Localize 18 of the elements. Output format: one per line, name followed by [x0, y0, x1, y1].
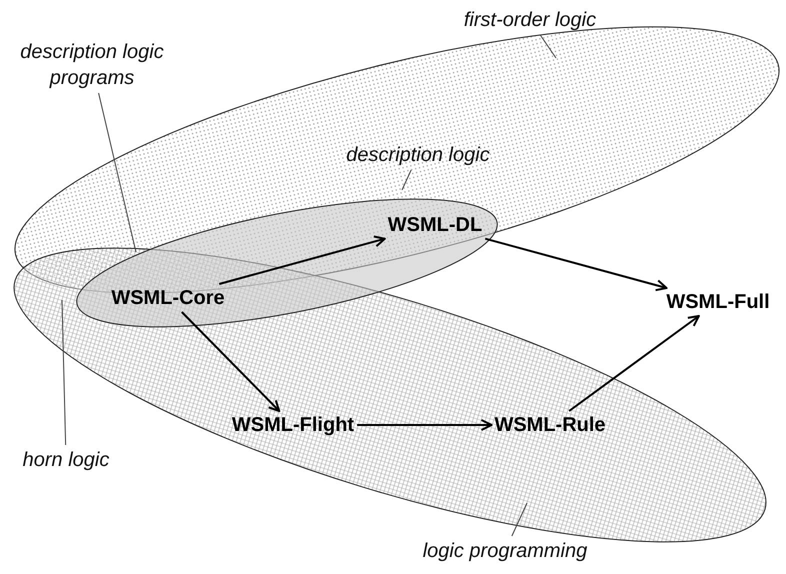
language-label: WSML-Rule	[494, 413, 606, 437]
leader-line	[98, 92, 136, 252]
language-label: WSML-Flight	[232, 413, 354, 437]
region-label: description logic	[318, 142, 518, 168]
arrow	[181, 311, 280, 412]
region-label: horn logic	[6, 447, 126, 473]
arrow	[218, 236, 386, 285]
arrow	[484, 238, 668, 292]
language-label: WSML-DL	[388, 213, 482, 237]
arrow	[357, 419, 492, 431]
region-label: first-order logic	[430, 7, 630, 33]
region-label: logic programming	[405, 538, 605, 564]
leader-line	[62, 300, 66, 446]
leader-line	[402, 170, 412, 190]
language-label: WSML-Full	[666, 290, 770, 314]
region-label: description logic programs	[0, 39, 187, 91]
language-label: WSML-Core	[111, 286, 225, 310]
leader-line	[511, 502, 528, 536]
